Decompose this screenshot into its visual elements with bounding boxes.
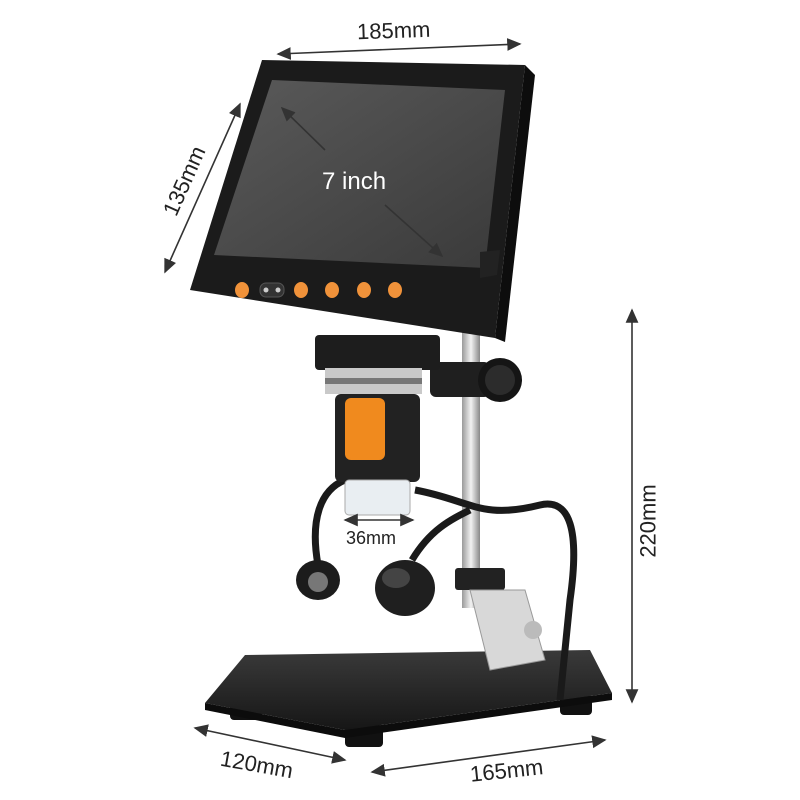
control-buttons (235, 282, 402, 298)
width-top-label: 185mm (356, 16, 431, 45)
power-button[interactable] (235, 282, 249, 298)
stand-pole (455, 308, 546, 671)
gooseneck-lights (296, 476, 578, 701)
menu-button[interactable] (294, 282, 308, 298)
up-button[interactable] (325, 282, 339, 298)
focus-knob (430, 358, 522, 402)
total-height-label: 220mm (635, 484, 661, 558)
base-plate (205, 650, 612, 747)
ok-button[interactable] (388, 282, 402, 298)
diagonal-label: 7 inch (322, 168, 387, 195)
lens-label: 36mm (346, 528, 397, 548)
lcd-screen (190, 60, 535, 342)
down-button[interactable] (357, 282, 371, 298)
camera-body (315, 335, 440, 516)
led-dimmer-button[interactable] (259, 282, 285, 298)
dimension-lines (164, 38, 639, 777)
